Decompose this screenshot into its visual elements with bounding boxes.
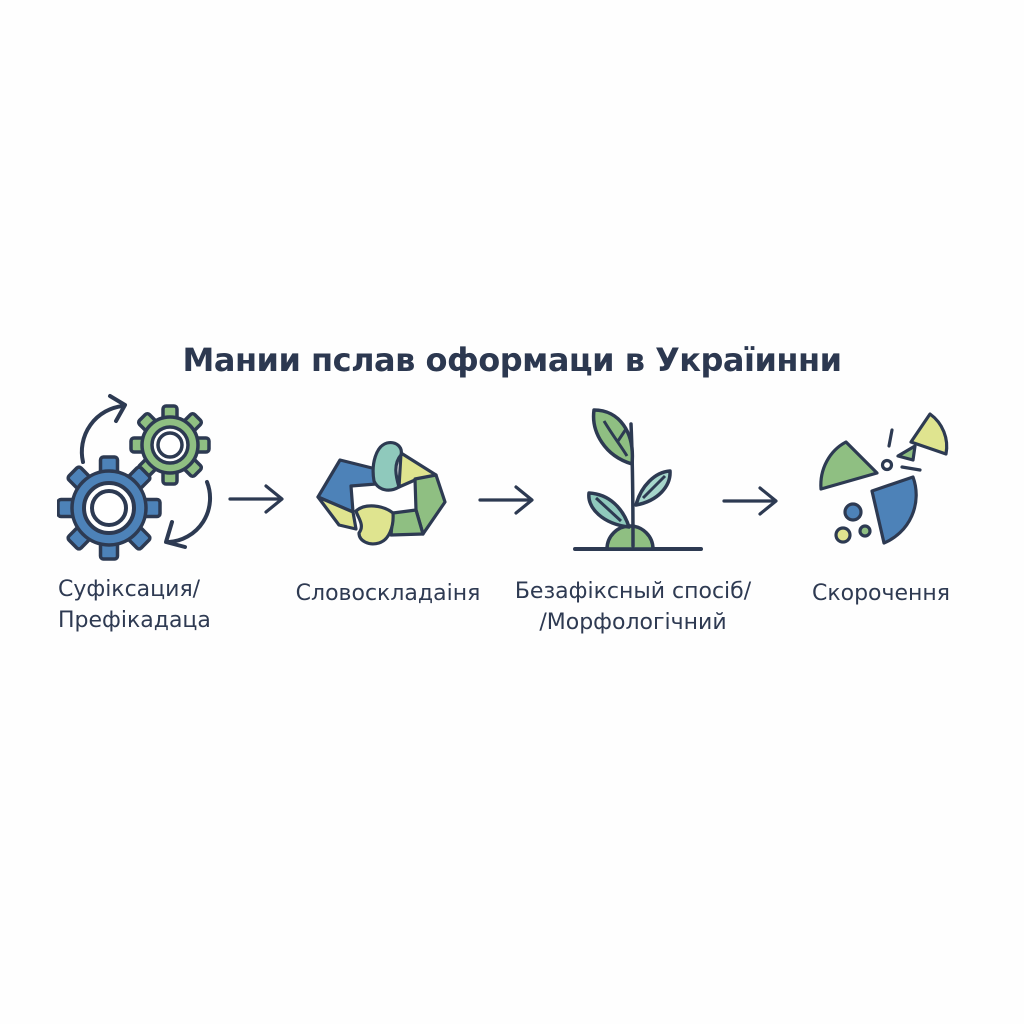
stage-label-compounding: Словоскладаіня (283, 578, 493, 609)
sprout-icon (573, 408, 703, 551)
green-gear (129, 404, 211, 486)
interlocked-frame-icon (316, 441, 447, 546)
blue-gear (57, 455, 162, 561)
stage-label-line: Суфіксация/ (58, 577, 201, 602)
stage-label-line: /Морфологічний (539, 610, 727, 635)
right-arrow-icon (478, 485, 534, 515)
stage-label-affixless: Безафіксный спосіб/ /Морфологічний (505, 576, 761, 638)
right-arrow-icon (722, 486, 778, 516)
stage-label-line: Словоскладаіня (295, 581, 481, 606)
stage-label-suffixation: Суфіксация/ Префікадаца (58, 574, 288, 636)
right-arrow-icon (228, 484, 284, 514)
gears-cycle-icon (57, 394, 213, 561)
stage-label-line: Префікадаца (58, 608, 211, 633)
scattered-pieces-icon (819, 412, 949, 545)
stage-label-abbreviation: Скорочення (776, 578, 986, 609)
stage-label-line: Безафіксный спосіб/ (514, 579, 752, 604)
page-title: Мании пслав оформаци в Україинни (182, 341, 843, 380)
stage-label-line: Скорочення (811, 581, 951, 606)
